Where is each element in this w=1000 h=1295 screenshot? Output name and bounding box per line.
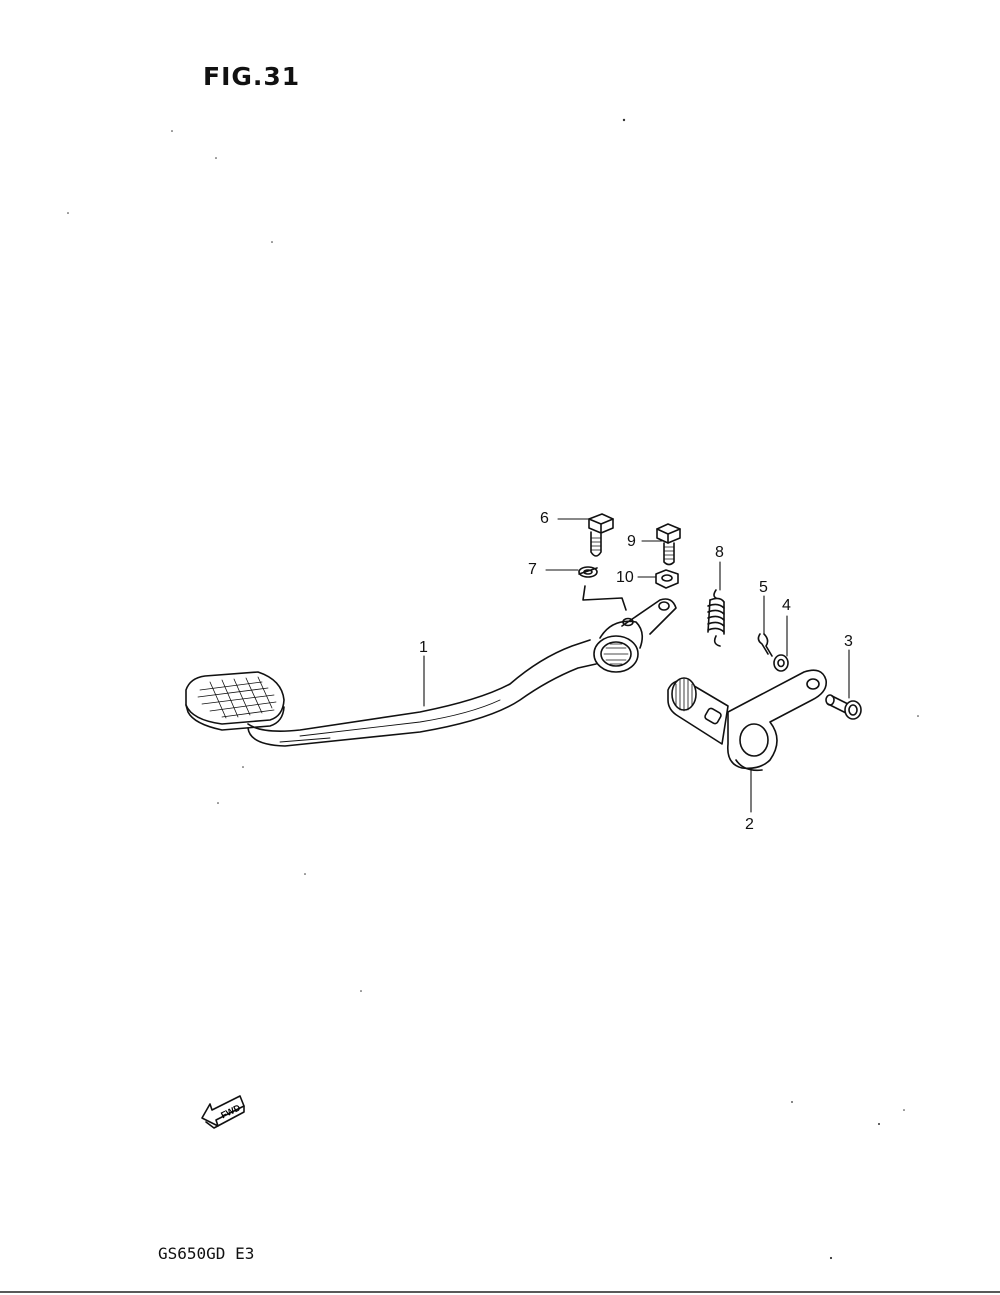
hex-nut (655, 569, 679, 589)
spring-bolt (656, 523, 681, 566)
callout-5: 5 (759, 579, 768, 596)
callout-7: 7 (528, 561, 537, 578)
callout-10: 10 (616, 569, 634, 586)
callout-4: 4 (782, 597, 791, 614)
leader-lines (423, 518, 850, 813)
callout-3: 3 (844, 633, 853, 650)
callout-6: 6 (540, 510, 549, 527)
washer (773, 654, 789, 672)
lock-washer (578, 566, 598, 578)
brake-shaft-lever (667, 669, 828, 772)
scan-speckles (67, 118, 919, 1260)
model-code: GS650GD E3 (158, 1244, 255, 1263)
callout-1: 1 (419, 639, 428, 656)
forward-arrow-icon (201, 1095, 245, 1129)
callout-2: 2 (745, 816, 754, 833)
clevis-pin (825, 694, 862, 720)
cotter-pin (757, 633, 773, 657)
return-spring (707, 589, 725, 647)
assembly-bracket-line (582, 585, 627, 611)
brake-pedal-arm (185, 598, 677, 747)
pedal-pivot-bolt (588, 513, 614, 557)
callout-9: 9 (627, 533, 636, 550)
figure-title: FIG.31 (203, 62, 301, 91)
callout-8: 8 (715, 544, 724, 561)
